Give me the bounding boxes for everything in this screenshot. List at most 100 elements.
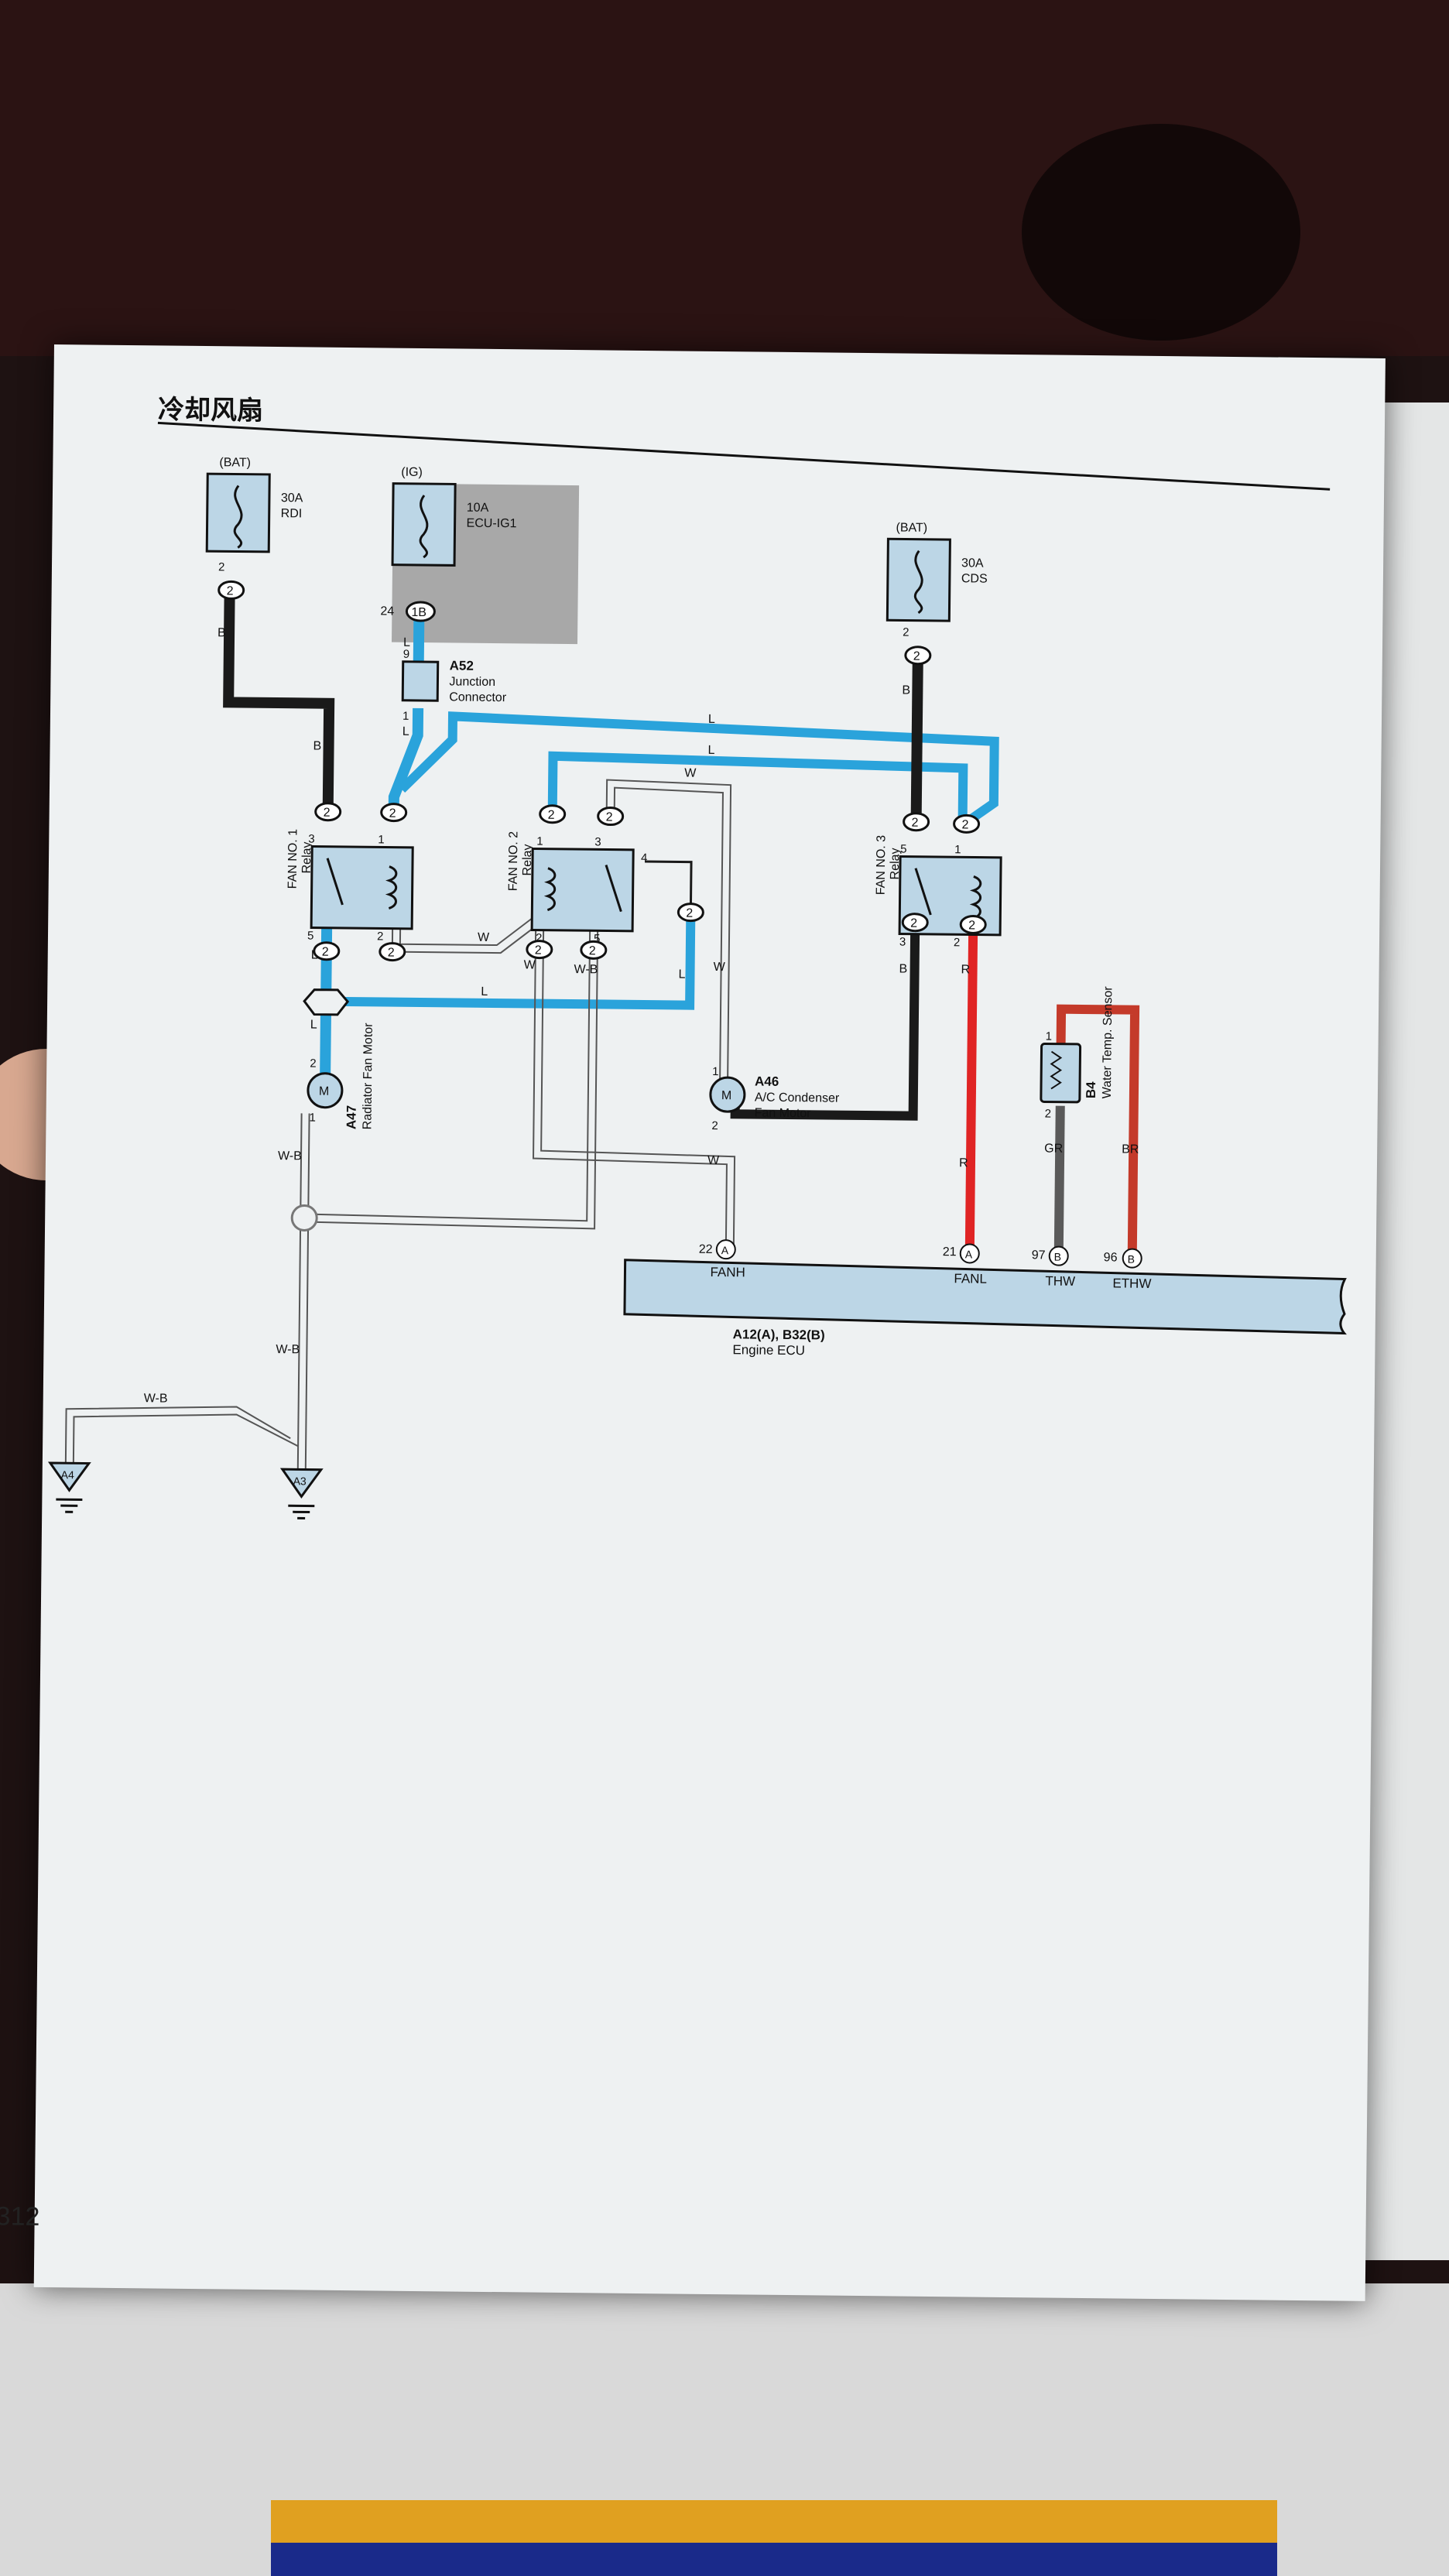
terminal-21-pin: 21 [943,1245,957,1259]
sensor-b4: 1 2 B4 Water Temp. Sensor [1040,986,1115,1121]
label-b-rdi2: B [313,740,321,753]
b4-pin-bottom: 2 [1045,1107,1052,1120]
a46-motor-icon [709,1076,746,1113]
a47-pin-top: 2 [310,1057,317,1070]
relay2-conn-5-pin: 2 [589,944,596,957]
wire-labels: B B L L L L W B L L L L W W W-B W B R R … [144,626,1139,1405]
splice-wb [290,1204,318,1231]
relay1-pin5: 5 [307,929,314,942]
motor-a47: 2 M 1 A47 Radiator Fan Motor [307,1023,375,1130]
ground-a4: A4 [47,1461,91,1513]
relay-fan1: 2 2 3 1 5 2 2 2 FAN NO. 1 Relay [286,802,414,962]
relay1-conn-3-pin: 2 [324,807,331,820]
label-l-relay2: L [678,968,685,981]
wire-l-loop-outer [398,711,999,827]
motor-a46: 1 M 2 A46 A/C Condenser Fan Motor [709,1065,840,1132]
relay1-label1: FAN NO. 1 [286,829,300,889]
fuse-rdi-box [205,472,271,553]
terminal-fanh-label: FANH [710,1265,745,1279]
relay1-coil [385,865,398,909]
relay1-conn-1 [380,803,408,823]
relay2-conn-4-pin: 2 [686,907,693,920]
relay1-conn-3 [314,802,342,822]
relay1-pin3: 3 [308,832,315,845]
wire-ethw-br [1056,1004,1140,1250]
ecu-name: Engine ECU [732,1342,805,1358]
fuse-rdi: (BAT) 30A RDI 2 2 [205,456,303,600]
fuse-rdi-icon [233,485,243,549]
label-l-splice: L [481,985,488,999]
relay1-conn-2 [379,942,406,962]
relay1-conn-5-pin: 2 [322,946,329,959]
relay1-label2: Relay [300,841,313,873]
label-l-junction: L [402,725,409,738]
ecu-box [623,1259,1347,1335]
fuse-ig-name: ECU-IG1 [467,517,517,531]
fuse-ig-source: (IG) [401,466,423,479]
relay-fan2: 2 2 1 3 4 2 5 2 2 2 FAN NO. 2 Relay [507,804,704,960]
relay1-conn-1-pin: 2 [389,807,396,820]
a47-name: Radiator Fan Motor [361,1023,375,1130]
label-wb-motor: W-B [278,1149,302,1163]
relay-fan3: 2 2 5 1 3 2 2 2 FAN NO. 3 Relay [875,812,1002,949]
wire-fanl-r [964,919,978,1249]
ground-a3: A3 [279,1468,324,1519]
engine-ecu: 22 A FANH 21 A FANL 97 B THW 96 B [623,1239,1347,1358]
relay2-pin1: 1 [536,835,543,848]
relay3-conn-3-pin: 2 [910,917,917,930]
terminal-96-conn-label: B [1128,1253,1136,1266]
fuse-rdi-conn-pin: 2 [227,584,234,598]
a46-pin-top: 1 [712,1065,719,1078]
label-r-fanl2: R [959,1156,968,1170]
ground-a4-label: A4 [61,1468,75,1481]
relay3-pin3: 3 [899,935,906,948]
a47-motor-icon [307,1072,344,1109]
fuse-ig-rating: 10A [467,502,489,515]
terminal-22-pin: 22 [699,1243,713,1256]
terminal-96-pin: 96 [1104,1251,1118,1264]
wire-splice-l [326,920,696,1010]
relay3-label1: FAN NO. 3 [875,835,889,896]
wire-junction-l [388,707,424,813]
relay2-box [530,847,635,933]
relay2-conn-1 [539,804,567,824]
wire-rdi-b [223,586,335,812]
a46-symbol: M [721,1089,732,1102]
relay2-conn-2 [526,940,553,960]
b4-thermistor-icon [1050,1050,1063,1090]
relay1-box [310,845,414,930]
b4-id: B4 [1084,1081,1098,1098]
terminal-ethw-label: ETHW [1112,1276,1151,1291]
relay1-pin1: 1 [378,833,385,846]
fuse-rdi-rating: 30A [281,492,303,505]
ground-a4-icon [47,1461,91,1492]
junction-name2: Connector [449,690,507,704]
b4-name: Water Temp. Sensor [1101,986,1115,1099]
terminal-97-conn-label: B [1054,1251,1062,1263]
label-b-cds: B [902,683,910,697]
relay2-pin3: 3 [594,835,601,848]
fuse-rdi-source: (BAT) [219,456,251,469]
junction-name1: Junction [449,675,495,689]
b4-box [1040,1042,1082,1104]
relay2-pin2: 2 [536,932,543,945]
ground-a3-icon [279,1468,324,1499]
label-br: BR [1122,1143,1139,1156]
relay3-conn-2 [959,914,987,934]
relay3-pin2: 2 [954,936,961,949]
fuse-cds-source: (BAT) [896,521,927,534]
label-l-ig: L [403,636,410,649]
relay2-pin4: 4 [641,851,648,865]
label-wb-relay2: W-B [574,963,598,976]
label-b-rdi: B [218,626,226,639]
fuse-cds-rating: 30A [961,557,984,570]
relay3-coil [969,875,982,920]
ground-a3-label: A3 [293,1475,307,1487]
relay3-label2: Relay [889,848,902,879]
ecu-terminal-fanh: 22 A FANH [699,1239,745,1279]
fuse-cds-pin: 2 [903,625,909,639]
relay2-switch [605,865,622,913]
relay1-pin2: 2 [377,930,384,943]
relay3-pin5: 5 [900,842,907,855]
relay3-conn-5-pin: 2 [911,817,918,830]
